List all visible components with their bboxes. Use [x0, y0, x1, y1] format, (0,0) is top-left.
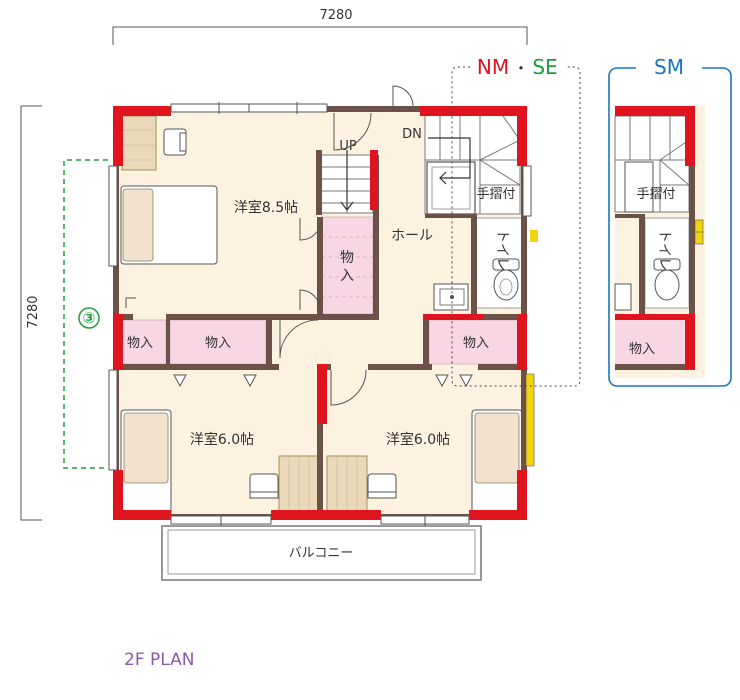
sm-storage-label: 物入 — [629, 342, 655, 357]
left-dimension-label: 7280 — [26, 295, 41, 328]
storage-label-3: 物入 — [463, 336, 489, 351]
walls-red — [113, 106, 527, 520]
sm-inset-plan — [614, 106, 705, 378]
top-dimension — [112, 26, 528, 45]
desk-room85 — [121, 115, 157, 171]
windows — [108, 102, 532, 526]
handrail-label: 手摺付 — [476, 187, 515, 202]
stair-down — [424, 111, 521, 215]
plan-caption: 2F PLAN — [124, 650, 195, 670]
variant-se: SE — [532, 55, 557, 79]
option-marker: ③ — [83, 309, 96, 327]
storage-label-2: 物入 — [205, 336, 231, 351]
yellow-window — [525, 373, 535, 467]
left-dimension — [20, 105, 42, 521]
stair-down-label: DN — [402, 127, 422, 142]
room-hall: ホール — [391, 228, 433, 244]
variant-nm: NM — [477, 55, 509, 79]
room-western-85: 洋室8.5帖 — [234, 199, 298, 216]
doors — [125, 85, 414, 406]
storage-stair-label-1: 物 — [340, 250, 354, 266]
room-western-60-right: 洋室6.0帖 — [386, 431, 450, 448]
variant-dot: ・ — [513, 59, 529, 78]
storage-areas — [119, 216, 524, 365]
option-outline — [63, 159, 108, 469]
top-dimension-label: 7280 — [319, 8, 352, 23]
sm-handrail-label: 手摺付 — [636, 187, 675, 202]
sm-toilet-label: トイレ — [656, 229, 672, 271]
storage-stair-label-2: 入 — [340, 268, 354, 284]
nm-se-outline — [451, 66, 581, 387]
toilet-label: トイレ — [494, 229, 510, 271]
balcony-label: バルコニー — [289, 546, 354, 561]
toilet — [474, 217, 538, 309]
option-marker-circle — [78, 307, 100, 329]
variant-sm: SM — [654, 55, 684, 79]
storage-label-1: 物入 — [127, 336, 153, 351]
hand-sink — [433, 283, 469, 311]
stair-up-label: UP — [339, 139, 357, 154]
room-western-60-left: 洋室6.0帖 — [190, 431, 254, 448]
